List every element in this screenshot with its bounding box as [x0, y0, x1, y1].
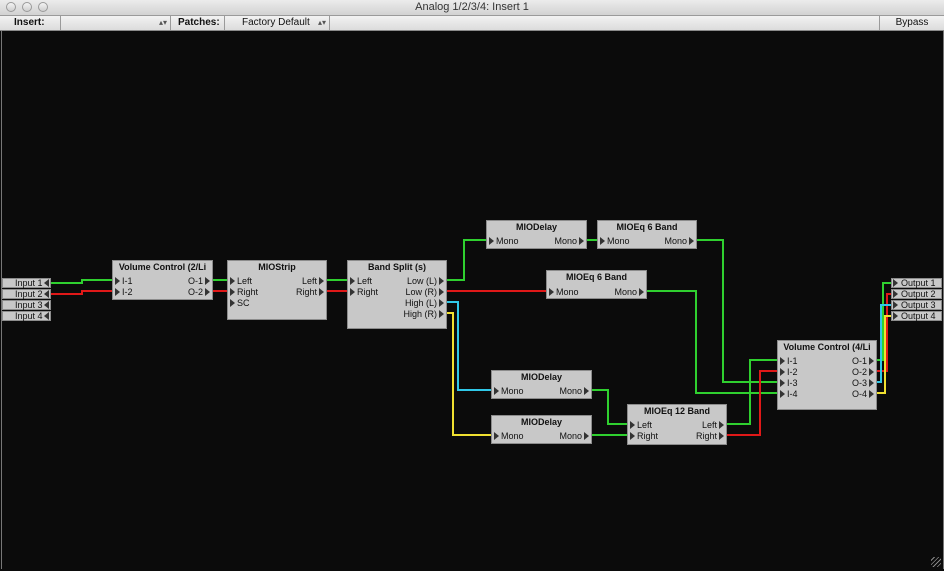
miodelay-2-node[interactable]: MIODelay Mono Mono	[491, 370, 592, 399]
in-pin[interactable]: Mono	[489, 236, 519, 246]
node-title: Volume Control (2/Li	[118, 262, 207, 272]
volume-control-4-node[interactable]: Volume Control (4/Li I-1 I-2 I-3 I-4 O-1…	[777, 340, 877, 410]
wire-vc-out3[interactable]	[876, 304, 892, 383]
wire-vc-out1[interactable]	[876, 282, 892, 361]
in-pin[interactable]: Right	[350, 287, 378, 297]
in-pin[interactable]: I-4	[780, 389, 798, 399]
node-title: MIODelay	[520, 417, 562, 427]
out-pin[interactable]: O-1	[188, 276, 211, 286]
wire-highr-delay3[interactable]	[446, 312, 493, 436]
input-3-port[interactable]: Input 3	[2, 300, 51, 310]
out-pin[interactable]: High (R)	[403, 309, 444, 319]
in-pin[interactable]: I-1	[780, 356, 798, 366]
mioeq-6-band-1-node[interactable]: MIOEq 6 Band Mono Mono	[597, 220, 697, 249]
wire-layer	[51, 239, 892, 436]
in-pin[interactable]: Right	[230, 287, 258, 297]
out-pin[interactable]: O-2	[852, 367, 875, 377]
out-pin[interactable]: High (L)	[405, 298, 445, 308]
wire-in2[interactable]	[51, 290, 114, 295]
in-pin[interactable]: I-2	[115, 287, 133, 297]
zoom-window-button[interactable]	[38, 2, 48, 12]
mioeq-6-band-2-node[interactable]: MIOEq 6 Band Mono Mono	[546, 270, 647, 299]
updown-arrows-icon: ▴▾	[158, 18, 167, 27]
out-pin[interactable]: O-4	[852, 389, 875, 399]
wire-highl-delay2[interactable]	[446, 301, 493, 391]
out-pin[interactable]: O-2	[188, 287, 211, 297]
band-split-node[interactable]: Band Split (s) Left Right Low (L) Low (R…	[347, 260, 447, 329]
out-pin[interactable]: Mono	[559, 386, 589, 396]
out-pin[interactable]: Mono	[614, 287, 644, 297]
patches-label: Patches:	[171, 16, 225, 30]
out-pin[interactable]: Low (R)	[405, 287, 444, 297]
out-pin[interactable]: Left	[302, 276, 325, 286]
in-pin[interactable]: Mono	[600, 236, 630, 246]
wire-in1[interactable]	[51, 279, 114, 284]
wire-eq12l-vc-i1[interactable]	[726, 359, 779, 425]
in-pin[interactable]: SC	[230, 298, 250, 308]
out-pin[interactable]: Right	[296, 287, 325, 297]
mioeq-12-band-node[interactable]: MIOEq 12 Band Left Right Left Right	[627, 404, 727, 445]
in-pin[interactable]: Left	[230, 276, 252, 286]
in-pin[interactable]: I-3	[780, 378, 798, 388]
wire-vc-out4[interactable]	[876, 315, 892, 394]
node-title: MIODelay	[515, 222, 557, 232]
insert-label: Insert:	[0, 16, 61, 30]
patch-canvas[interactable]: Input 1 Input 2 Input 3 Input 4 Output 1…	[1, 31, 944, 569]
volume-control-2-node[interactable]: Volume Control (2/Li I-1 I-2 O-1 O-2	[112, 260, 213, 300]
out-pin[interactable]: Low (L)	[407, 276, 445, 286]
in-pin[interactable]: Left	[350, 276, 372, 286]
window-title: Analog 1/2/3/4: Insert 1	[415, 1, 529, 13]
node-title: MIOStrip	[258, 262, 296, 272]
minimize-window-button[interactable]	[22, 2, 32, 12]
in-pin[interactable]: I-2	[780, 367, 798, 377]
out-pin[interactable]: O-3	[852, 378, 875, 388]
miodelay-3-node[interactable]: MIODelay Mono Mono	[491, 415, 592, 444]
patches-select[interactable]: Factory Default ▴▾	[225, 16, 330, 30]
bypass-button[interactable]: Bypass	[879, 16, 944, 30]
updown-arrows-icon: ▴▾	[317, 18, 326, 27]
wire-eq12r-vc-i2[interactable]	[726, 370, 779, 436]
miodelay-1-node[interactable]: MIODelay Mono Mono	[486, 220, 587, 249]
in-pin[interactable]: I-1	[115, 276, 133, 286]
in-pin[interactable]: Mono	[494, 386, 524, 396]
patch-value: Factory Default	[242, 17, 310, 28]
resize-grip-icon[interactable]	[931, 557, 941, 567]
in-pin[interactable]: Right	[630, 431, 658, 441]
node-title: MIOEq 12 Band	[643, 406, 710, 416]
insert-select[interactable]: ▴▾	[61, 16, 171, 30]
wire-eq6b-vc-i4[interactable]	[646, 290, 779, 394]
out-pin[interactable]: Left	[702, 420, 725, 430]
input-2-port[interactable]: Input 2	[2, 289, 51, 299]
output-1-port[interactable]: Output 1	[891, 278, 942, 288]
node-title: Volume Control (4/Li	[783, 342, 871, 352]
output-3-port[interactable]: Output 3	[891, 300, 942, 310]
out-pin[interactable]: Mono	[554, 236, 584, 246]
wire-delay2-eq12l[interactable]	[591, 389, 629, 425]
node-title: MIOEq 6 Band	[565, 272, 627, 282]
output-4-port[interactable]: Output 4	[891, 311, 942, 321]
out-pin[interactable]: O-1	[852, 356, 875, 366]
close-window-button[interactable]	[6, 2, 16, 12]
node-title: Band Split (s)	[368, 262, 426, 272]
wire-lowl-delay1[interactable]	[446, 239, 488, 281]
toolbar: Insert: ▴▾ Patches: Factory Default ▴▾ By…	[0, 16, 944, 31]
input-4-port[interactable]: Input 4	[2, 311, 51, 321]
out-pin[interactable]: Right	[696, 431, 725, 441]
title-bar: Analog 1/2/3/4: Insert 1	[0, 0, 944, 16]
in-pin[interactable]: Left	[630, 420, 652, 430]
node-title: MIOEq 6 Band	[616, 222, 678, 232]
in-pin[interactable]: Mono	[494, 431, 524, 441]
output-2-port[interactable]: Output 2	[891, 289, 942, 299]
input-1-port[interactable]: Input 1	[2, 278, 51, 288]
in-pin[interactable]: Mono	[549, 287, 579, 297]
out-pin[interactable]: Mono	[559, 431, 589, 441]
out-pin[interactable]: Mono	[664, 236, 694, 246]
miostrip-node[interactable]: MIOStrip Left Right SC Left Right	[227, 260, 327, 320]
node-title: MIODelay	[520, 372, 562, 382]
